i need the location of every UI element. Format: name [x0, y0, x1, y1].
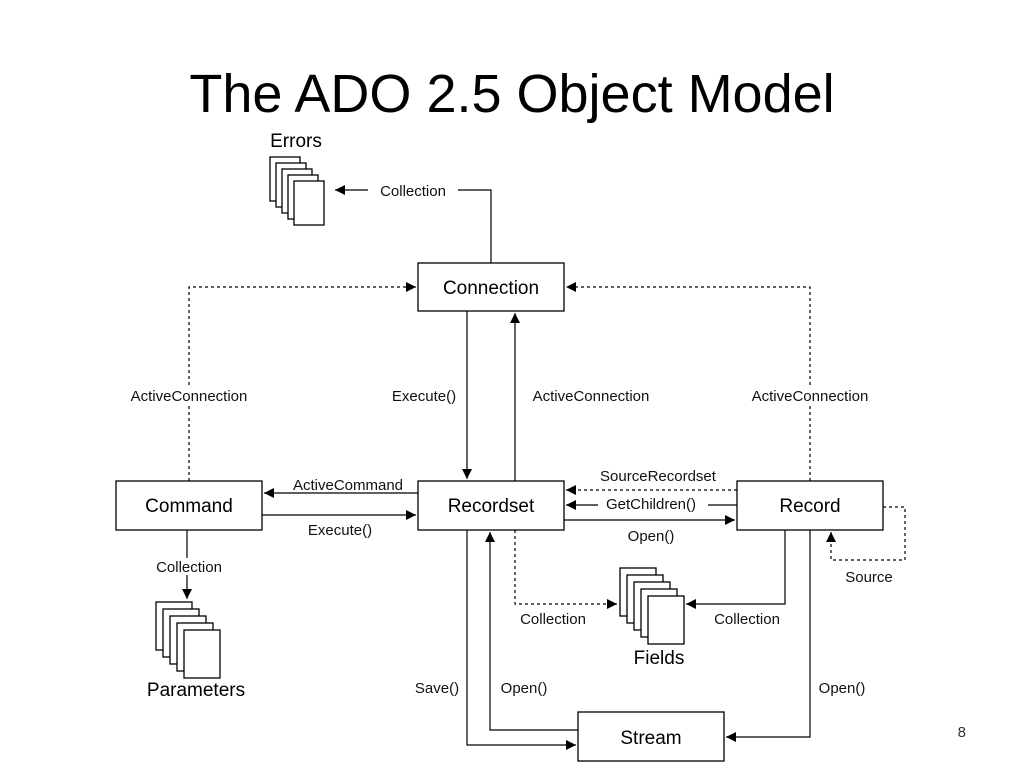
- record-active-connection-label: ActiveConnection: [752, 388, 869, 405]
- parameters-label: Parameters: [147, 680, 245, 701]
- stream-open-recordset-arrow: [485, 532, 578, 731]
- fields-collection-icon: [619, 567, 685, 645]
- record-label: Record: [779, 496, 840, 517]
- source-recordset-label: SourceRecordset: [600, 468, 717, 485]
- recordset-label: Recordset: [448, 496, 535, 517]
- command-label: Command: [145, 496, 233, 517]
- record-open-stream-label: Open(): [819, 680, 866, 697]
- record-open-stream-arrow: [726, 530, 811, 742]
- connection-box: Connection: [417, 262, 565, 312]
- record-box: Record: [736, 480, 884, 531]
- errors-label: Errors: [270, 131, 322, 152]
- stream-open-recordset-label: Open(): [501, 680, 548, 697]
- errors-collection-arrow: [335, 185, 492, 263]
- slide-title: The ADO 2.5 Object Model: [189, 64, 835, 124]
- recordset-execute-label: Execute(): [392, 388, 456, 405]
- command-active-connection-label: ActiveConnection: [131, 388, 248, 405]
- stream-box: Stream: [577, 711, 725, 762]
- record-source-arrow: [826, 506, 906, 561]
- errors-collection-label: Collection: [380, 183, 446, 200]
- record-open-label: Open(): [628, 528, 675, 545]
- fields-label: Fields: [634, 648, 685, 669]
- recordset-active-connection-label: ActiveConnection: [533, 388, 650, 405]
- page-number: 8: [957, 724, 966, 741]
- parameters-collection-label: Collection: [156, 559, 222, 576]
- recordset-box: Recordset: [417, 480, 565, 531]
- command-execute-label: Execute(): [308, 522, 372, 539]
- errors-collection-icon: [269, 156, 325, 226]
- get-children-label: GetChildren(): [606, 496, 696, 513]
- connection-label: Connection: [443, 278, 539, 299]
- record-fields-collection-label: Collection: [714, 611, 780, 628]
- recordset-save-arrow: [466, 530, 576, 750]
- active-command-label: ActiveCommand: [293, 477, 403, 494]
- recordset-fields-collection-label: Collection: [520, 611, 586, 628]
- record-fields-collection-arrow: [686, 530, 786, 609]
- command-active-connection-arrow: [188, 282, 416, 481]
- recordset-save-label: Save(): [415, 680, 459, 697]
- stream-label: Stream: [620, 728, 681, 749]
- recordset-fields-collection-arrow: [514, 530, 617, 609]
- record-active-connection-arrow: [566, 282, 811, 481]
- command-box: Command: [115, 480, 263, 531]
- parameters-collection-icon: [155, 601, 221, 679]
- record-source-label: Source: [845, 569, 893, 586]
